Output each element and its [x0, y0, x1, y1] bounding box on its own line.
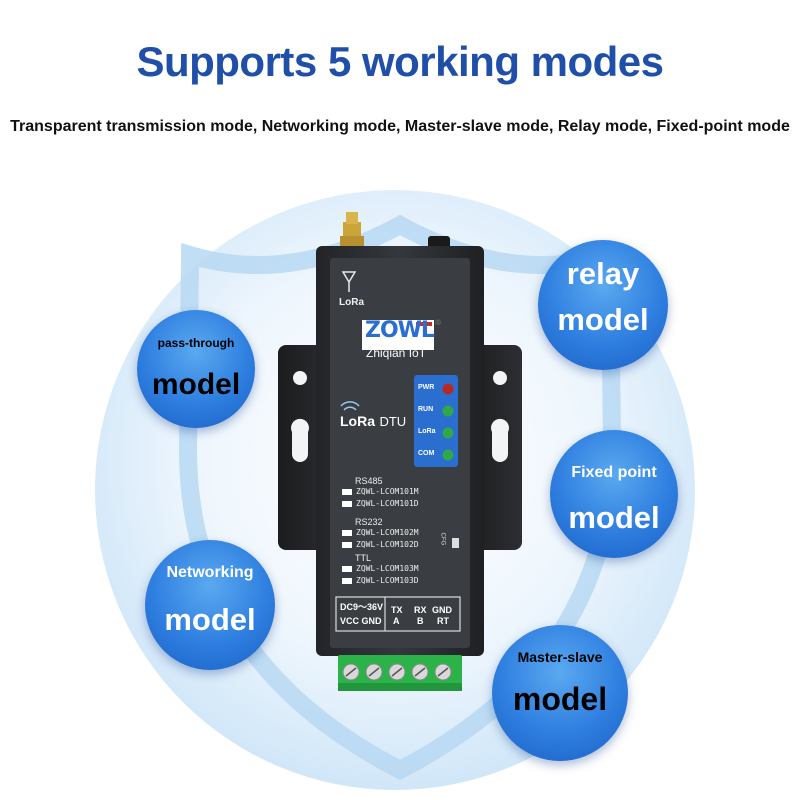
- cfg-label: CFG: [439, 532, 446, 546]
- front-panel: [330, 258, 470, 648]
- led-label-pwr: PWR: [418, 384, 435, 391]
- led-indicators: [442, 383, 454, 461]
- mode-label: relay: [566, 256, 640, 291]
- power-label: DC9～36V: [340, 602, 384, 612]
- mode-label: Master-slave: [517, 649, 603, 665]
- terminal-label-box: [335, 596, 461, 632]
- model-item: ZQWL-LCOM101M: [356, 487, 419, 496]
- brand-logo-text: ZOWL: [365, 318, 435, 343]
- brand-logo: ZOWL®: [365, 318, 442, 343]
- led-label-lora: LoRa: [418, 428, 436, 435]
- model-item: ZQWL-LCOM103D: [356, 576, 419, 585]
- product-prefix: LoRa: [340, 413, 375, 429]
- terminal-block: [338, 655, 462, 691]
- model-group-rs485: RS485: [355, 476, 383, 486]
- model-item: ZQWL-LCOM102M: [356, 528, 419, 537]
- model-group-rs232: RS232: [355, 517, 383, 527]
- lora-signal-icon: [340, 401, 360, 411]
- led-label-run: RUN: [418, 406, 434, 413]
- terminal-label-vcc-gnd: VCC GND: [340, 616, 382, 626]
- mode-label: Fixed point: [571, 464, 657, 481]
- led-label-com: COM: [418, 450, 435, 457]
- mode-bubble-fixed-point: Fixed point model: [550, 430, 678, 558]
- model-item: ZQWL-LCOM102D: [356, 540, 419, 549]
- product-name: LoRa DTU: [340, 413, 406, 431]
- mode-label: Networking: [166, 564, 254, 581]
- antenna-icon: [341, 271, 357, 292]
- terminal-label-gnd: GND: [432, 605, 452, 615]
- mode-bubble-networking: Networking model: [145, 540, 275, 670]
- model-checkboxes: [342, 489, 352, 584]
- terminal-label-rt: RT: [437, 616, 449, 626]
- mode-label: model: [151, 368, 241, 401]
- antenna-connector: [340, 212, 364, 248]
- terminal-label-b: B: [417, 616, 424, 626]
- model-group-ttl: TTL: [355, 553, 372, 563]
- terminal-label-rx: RX: [414, 605, 427, 615]
- led-panel: [414, 375, 458, 467]
- subheadline: Transparent transmission mode, Networkin…: [10, 118, 790, 135]
- brand-name: Zhiqian IoT: [366, 346, 427, 360]
- headline: Supports 5 working modes: [136, 38, 664, 85]
- terminal-label-tx: TX: [391, 605, 403, 615]
- cfg-button: [452, 538, 459, 548]
- product-suffix: DTU: [379, 414, 407, 429]
- mode-label: model: [557, 302, 649, 337]
- mode-bubble-pass-through: pass-through model: [137, 310, 255, 428]
- model-item: ZQWL-LCOM103M: [356, 564, 419, 573]
- antenna-label: LoRa: [339, 297, 364, 308]
- mode-label: model: [512, 681, 608, 717]
- mode-bubble-master-slave: Master-slave model: [492, 625, 628, 761]
- terminal-label-a: A: [393, 616, 400, 626]
- mode-label: pass-through: [157, 336, 235, 350]
- registered-mark: ®: [433, 318, 442, 327]
- mode-label: model: [164, 602, 256, 637]
- mode-label: model: [568, 500, 660, 535]
- mode-bubble-relay: relay model: [538, 240, 668, 370]
- model-item: ZQWL-LCOM101D: [356, 499, 419, 508]
